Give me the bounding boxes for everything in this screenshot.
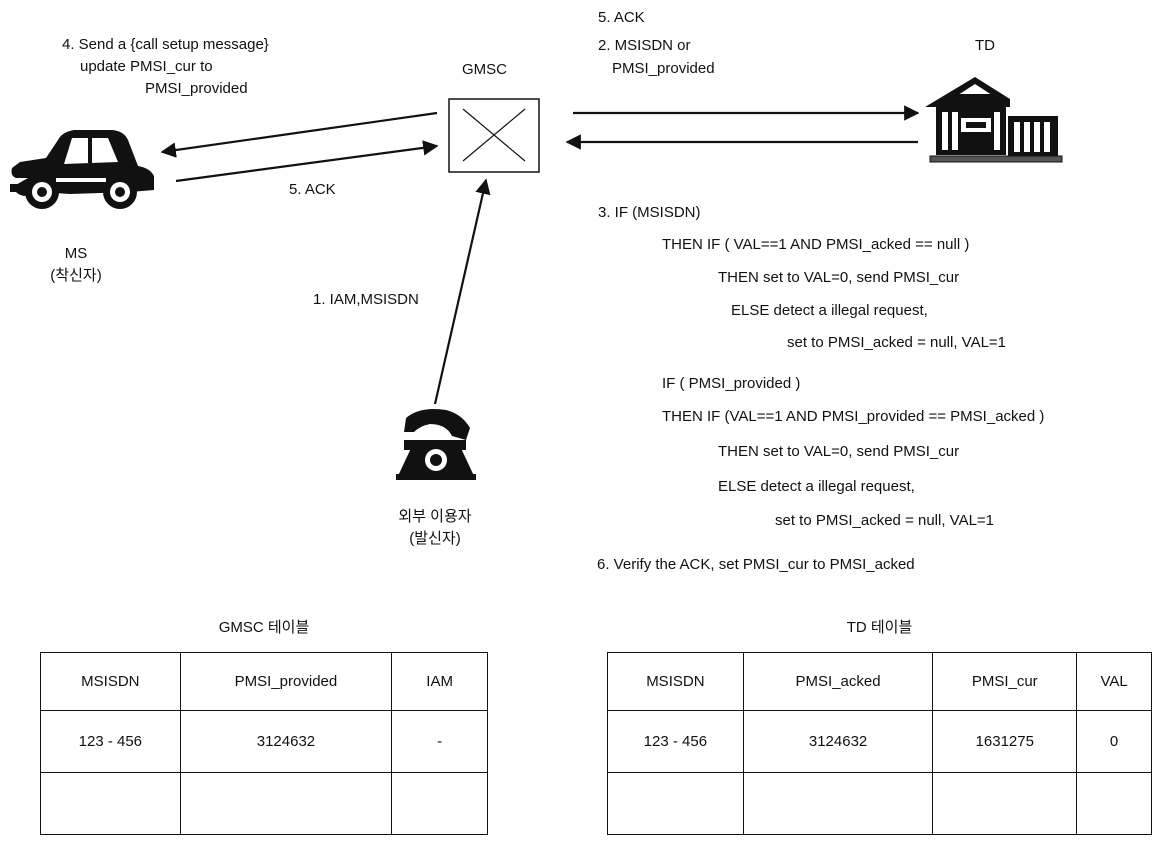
td-table-caption: TD 테이블 bbox=[846, 619, 913, 636]
arrow-gmsc-to-ms bbox=[160, 111, 438, 158]
column-header: PMSI_acked bbox=[742, 652, 934, 711]
table-cell bbox=[40, 772, 181, 835]
table-cell bbox=[742, 772, 934, 835]
logic-line: IF ( PMSI_provided ) bbox=[662, 375, 801, 392]
column-header: IAM bbox=[391, 652, 488, 711]
table-row bbox=[40, 772, 488, 835]
logic-line: 3. IF (MSISDN) bbox=[598, 204, 701, 221]
td-table: MSISDN PMSI_acked PMSI_cur VAL 123 - 456… bbox=[607, 652, 1152, 835]
table-cell: 3124632 bbox=[179, 710, 393, 773]
table-row: 123 - 456 3124632 1631275 0 bbox=[607, 710, 1152, 773]
car-icon bbox=[10, 130, 154, 209]
table-cell bbox=[391, 772, 488, 835]
logic-line: ELSE detect a illegal request, bbox=[731, 302, 928, 319]
column-header: PMSI_provided bbox=[179, 652, 393, 711]
column-header: MSISDN bbox=[607, 652, 744, 711]
step5-left-label: 5. ACK bbox=[289, 181, 336, 198]
step4-label-line1: 4. Send a {call setup message} bbox=[62, 36, 269, 53]
step1-label: 1. IAM,MSISDN bbox=[313, 291, 419, 308]
table-cell: 1631275 bbox=[932, 710, 1078, 773]
table-cell bbox=[179, 772, 393, 835]
ms-label-line1: MS bbox=[64, 245, 88, 262]
logic-line: THEN set to VAL=0, send PMSI_cur bbox=[718, 269, 960, 286]
logic-line: THEN set to VAL=0, send PMSI_cur bbox=[718, 443, 960, 460]
logic-line: set to PMSI_acked = null, VAL=1 bbox=[775, 512, 995, 529]
logic-line: 6. Verify the ACK, set PMSI_cur to PMSI_… bbox=[597, 556, 915, 573]
gmsc-table: MSISDN PMSI_provided IAM 123 - 456 31246… bbox=[40, 652, 488, 835]
column-header: PMSI_cur bbox=[932, 652, 1078, 711]
step4-label-line2: update PMSI_cur to bbox=[80, 58, 213, 75]
gmsc-table-caption: GMSC 테이블 bbox=[218, 619, 310, 636]
table-cell bbox=[607, 772, 744, 835]
gmsc-label: GMSC bbox=[462, 61, 507, 78]
logic-line: THEN IF ( VAL==1 AND PMSI_acked == null … bbox=[662, 236, 970, 253]
logic-line: THEN IF (VAL==1 AND PMSI_provided == PMS… bbox=[662, 408, 1045, 425]
caller-label-line1: 외부 이용자 bbox=[398, 508, 472, 525]
table-row: 123 - 456 3124632 - bbox=[40, 710, 488, 773]
table-cell: 123 - 456 bbox=[40, 710, 181, 773]
column-header: MSISDN bbox=[40, 652, 181, 711]
switch-x-icon bbox=[448, 98, 540, 173]
step4-label-line3: PMSI_provided bbox=[145, 80, 248, 97]
table-cell: 123 - 456 bbox=[607, 710, 744, 773]
step5-top-label: 5. ACK bbox=[598, 9, 645, 26]
table-cell: 0 bbox=[1076, 710, 1152, 773]
step2-label-line2: PMSI_provided bbox=[612, 60, 715, 77]
column-header: VAL bbox=[1076, 652, 1152, 711]
caller-label-line2: (발신자) bbox=[409, 530, 461, 547]
arrow-ms-to-gmsc bbox=[175, 140, 439, 183]
table-header-row: MSISDN PMSI_acked PMSI_cur VAL bbox=[607, 652, 1152, 711]
building-icon bbox=[925, 77, 1063, 163]
table-header-row: MSISDN PMSI_provided IAM bbox=[40, 652, 488, 711]
telephone-icon bbox=[396, 409, 476, 480]
logic-line: ELSE detect a illegal request, bbox=[718, 478, 915, 495]
td-label: TD bbox=[975, 37, 995, 54]
table-cell: - bbox=[391, 710, 488, 773]
step2-label-line1: 2. MSISDN or bbox=[598, 37, 691, 54]
table-cell: 3124632 bbox=[742, 710, 934, 773]
logic-line: set to PMSI_acked = null, VAL=1 bbox=[787, 334, 1007, 351]
arrow-caller-to-gmsc bbox=[433, 178, 491, 405]
ms-label-line2: (착신자) bbox=[50, 267, 102, 284]
table-row bbox=[607, 772, 1152, 835]
table-cell bbox=[932, 772, 1078, 835]
table-cell bbox=[1076, 772, 1152, 835]
